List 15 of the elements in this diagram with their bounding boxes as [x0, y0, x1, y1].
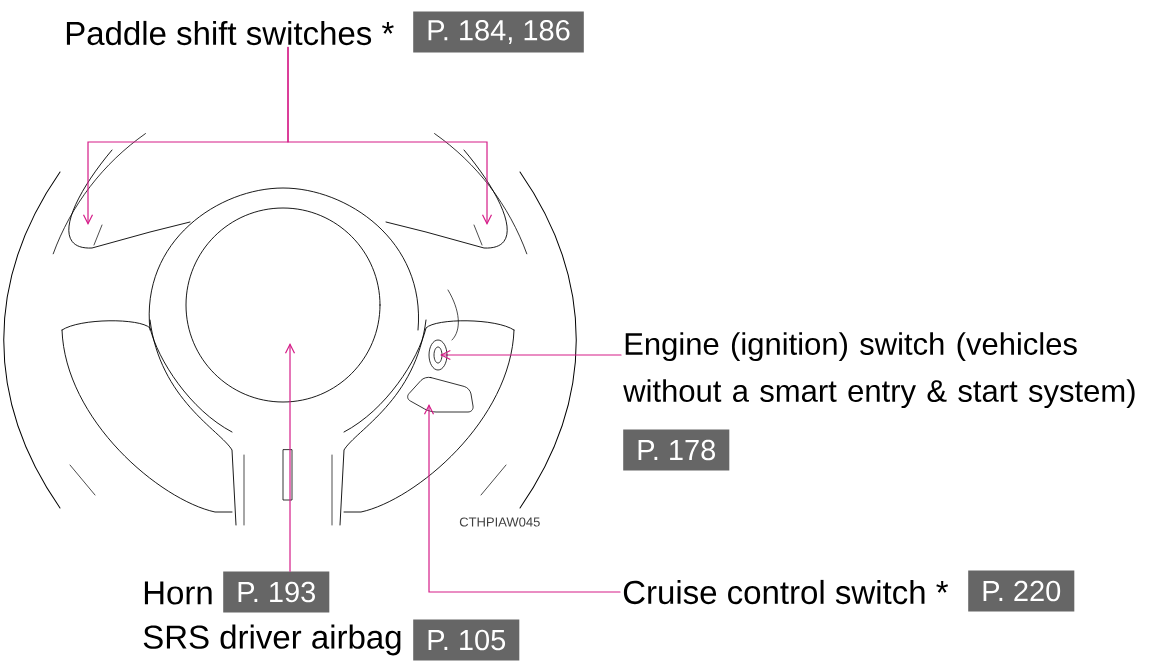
callout-text: Paddle shift switches * — [66, 20, 394, 46]
figure-code: CTHPIAW045 — [458, 516, 542, 528]
leader-line — [284, 343, 296, 572]
page-reference-box: P. 220 — [968, 570, 1075, 612]
page-reference-box: P. 105 — [413, 619, 520, 661]
callout-text: Horn — [144, 581, 212, 605]
callout-text: Cruise control switch * — [623, 579, 949, 605]
page-reference-box: P. 193 — [223, 571, 330, 613]
leader-line — [440, 349, 622, 361]
callout-text: SRS driver airbag — [143, 624, 401, 656]
leader-line — [287, 46, 493, 225]
leader-line — [423, 404, 621, 593]
page-reference-box: P. 178 — [623, 429, 730, 471]
callout-text: Engine (ignition) switch (vehicles without a smart entry & start system) — [623, 332, 1135, 409]
page-reference-box: P. 184, 186 — [413, 11, 584, 53]
